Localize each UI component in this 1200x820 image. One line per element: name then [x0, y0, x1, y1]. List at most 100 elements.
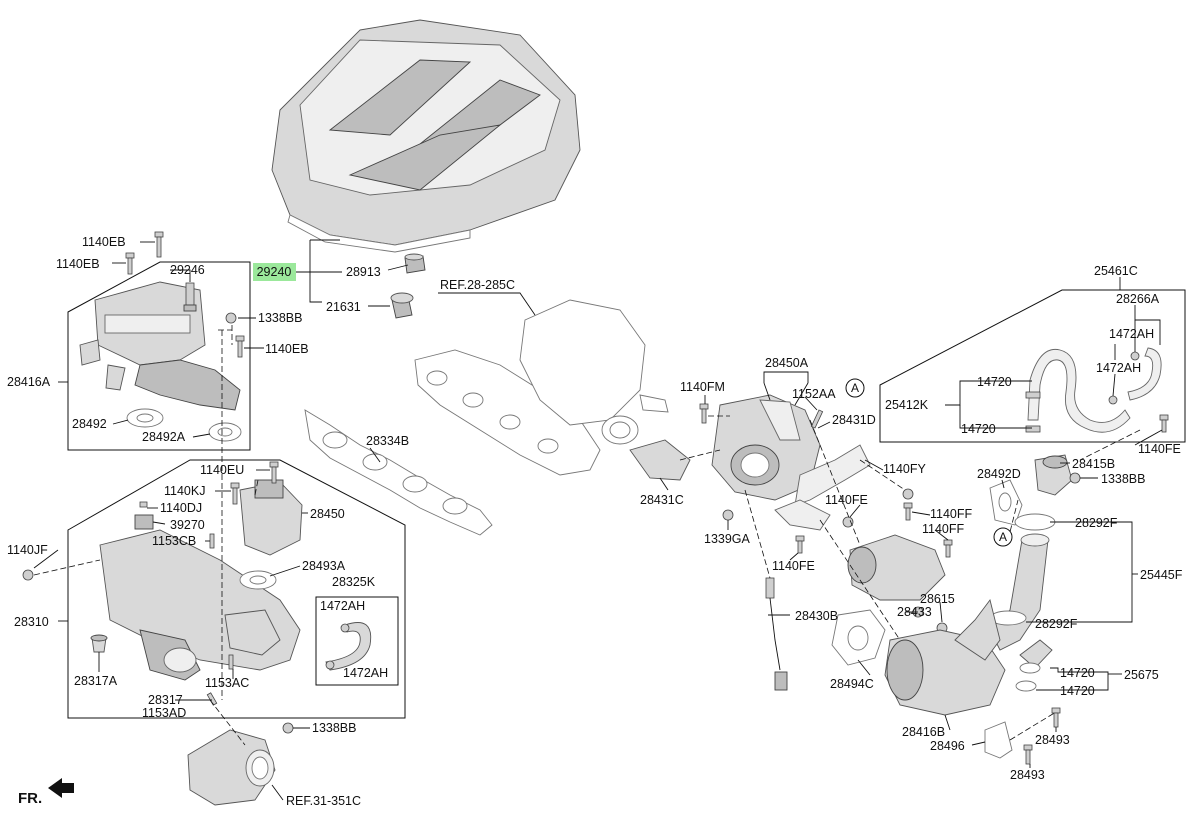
bolt-28493-b	[1023, 744, 1033, 765]
bolt-1140FY	[902, 488, 914, 500]
bolt-1140FF-a	[903, 502, 913, 521]
throttle-body-ref-31-351C	[187, 729, 276, 806]
label-28317[interactable]: 28317	[148, 693, 183, 707]
callout-A-bottom	[993, 527, 1013, 547]
label-1338BB-c[interactable]: 1338BB	[1101, 472, 1145, 486]
bolt-1140DJ	[139, 501, 148, 508]
label-1153AC[interactable]: 1153AC	[205, 676, 249, 690]
label-14720-a[interactable]: 14720	[977, 375, 1012, 389]
label-28496[interactable]: 28496	[930, 739, 965, 753]
pin-1153AC	[228, 654, 234, 670]
label-28415B[interactable]: 28415B	[1072, 457, 1115, 471]
bolt-1140FF-b	[943, 539, 953, 558]
label-1472AH-b[interactable]: 1472AH	[343, 666, 388, 680]
gasket-28492	[126, 408, 164, 428]
plug-28317A	[90, 634, 108, 653]
label-28433[interactable]: 28433	[897, 605, 932, 619]
label-29240[interactable]: 29240	[257, 265, 292, 279]
egr-cooler-illustration	[79, 281, 241, 411]
ref-31-351C[interactable]: REF.31-351C	[286, 794, 361, 808]
bolt-1140EB-a	[154, 231, 164, 258]
bolt-1140FM	[699, 403, 709, 424]
ref-28-285C[interactable]: REF.28-285C	[440, 278, 515, 292]
bolt-1140EB-b	[125, 252, 135, 275]
label-28450[interactable]: 28450	[310, 507, 345, 521]
label-28334B[interactable]: 28334B	[366, 434, 409, 448]
label-1153AD[interactable]: 1153AD	[142, 706, 186, 720]
label-21631[interactable]: 21631	[326, 300, 361, 314]
label-28310[interactable]: 28310	[14, 615, 49, 629]
label-28492A[interactable]: 28492A	[142, 430, 186, 444]
bolt-28493-a	[1051, 707, 1061, 728]
label-1153CB[interactable]: 1153CB	[152, 534, 196, 548]
label-1140JF[interactable]: 1140JF	[7, 543, 48, 557]
label-28416A[interactable]: 28416A	[7, 375, 51, 389]
bracket-28431C	[629, 439, 691, 481]
exhaust-manifold-ref-28-285C	[414, 299, 669, 476]
label-1140EB-a[interactable]: 1140EB	[82, 235, 126, 249]
label-1140FF-b[interactable]: 1140FF	[922, 522, 965, 536]
label-39270[interactable]: 39270	[170, 518, 205, 532]
label-25461C[interactable]: 25461C	[1094, 264, 1138, 278]
clamp-28292F-a	[1014, 513, 1056, 531]
label-1472AH-c[interactable]: 1472AH	[1109, 327, 1154, 341]
label-28431D[interactable]: 28431D	[832, 413, 876, 427]
intake-manifold-illustration	[99, 529, 301, 681]
label-28431C[interactable]: 28431C	[640, 493, 684, 507]
sensor-39270	[134, 514, 154, 530]
label-14720-c[interactable]: 14720	[1060, 666, 1095, 680]
label-25445F[interactable]: 25445F	[1140, 568, 1183, 582]
housing-28415B	[1034, 454, 1073, 496]
group-box-hose-28325K	[315, 596, 399, 686]
label-1140EU[interactable]: 1140EU	[200, 463, 244, 477]
label-28266A[interactable]: 28266A	[1116, 292, 1160, 306]
label-1338BB-a[interactable]: 1338BB	[258, 311, 302, 325]
label-28615[interactable]: 28615	[920, 592, 955, 606]
label-1338BB-b[interactable]: 1338BB	[312, 721, 356, 735]
label-1140FF-a[interactable]: 1140FF	[930, 507, 973, 521]
hose-28266A	[1108, 347, 1162, 405]
label-28492[interactable]: 28492	[72, 417, 107, 431]
nut-1338BB-b	[282, 722, 294, 734]
label-1140FE-a[interactable]: 1140FE	[825, 493, 868, 507]
label-1140DJ[interactable]: 1140DJ	[160, 501, 202, 515]
label-14720-b[interactable]: 14720	[961, 422, 996, 436]
label-28416B[interactable]: 28416B	[902, 725, 945, 739]
label-28325K[interactable]: 28325K	[332, 575, 376, 589]
label-1152AA[interactable]: 1152AA	[792, 387, 836, 401]
label-25675[interactable]: 25675	[1124, 668, 1159, 682]
sensor-29246	[183, 282, 197, 312]
label-28292F-b[interactable]: 28292F	[1035, 617, 1078, 631]
label-28492D[interactable]: 28492D	[977, 467, 1021, 481]
nut-1339GA	[722, 509, 734, 521]
label-1140FE-b[interactable]: 1140FE	[772, 559, 815, 573]
label-28493A[interactable]: 28493A	[302, 559, 346, 573]
label-28493-a[interactable]: 28493	[1035, 733, 1070, 747]
front-direction-indicator	[48, 778, 74, 798]
label-1140FE-c[interactable]: 1140FE	[1138, 442, 1181, 456]
label-28494C[interactable]: 28494C	[830, 677, 874, 691]
label-25412K[interactable]: 25412K	[885, 398, 929, 412]
label-1140EB-b[interactable]: 1140EB	[56, 257, 100, 271]
label-1339GA[interactable]: 1339GA	[704, 532, 751, 546]
label-14720-d[interactable]: 14720	[1060, 684, 1095, 698]
bracket-1140FE-mount	[774, 499, 831, 531]
label-1140FY[interactable]: 1140FY	[883, 462, 927, 476]
label-29246[interactable]: 29246	[170, 263, 205, 277]
label-1140EB-c[interactable]: 1140EB	[265, 342, 309, 356]
turbocharger-28450A	[711, 394, 821, 501]
label-28292F-a[interactable]: 28292F	[1075, 516, 1118, 530]
label-28317A[interactable]: 28317A	[74, 674, 118, 688]
label-1140FM[interactable]: 1140FM	[680, 380, 725, 394]
label-1140KJ[interactable]: 1140KJ	[164, 484, 205, 498]
label-1472AH-a[interactable]: 1472AH	[320, 599, 365, 613]
label-28450A[interactable]: 28450A	[765, 356, 809, 370]
label-28913[interactable]: 28913	[346, 265, 381, 279]
label-1472AH-d[interactable]: 1472AH	[1096, 361, 1141, 375]
label-28430B[interactable]: 28430B	[795, 609, 838, 623]
label-28493-b[interactable]: 28493	[1010, 768, 1045, 782]
pipe-25445F	[989, 533, 1050, 651]
stud-1152AA	[810, 409, 824, 429]
